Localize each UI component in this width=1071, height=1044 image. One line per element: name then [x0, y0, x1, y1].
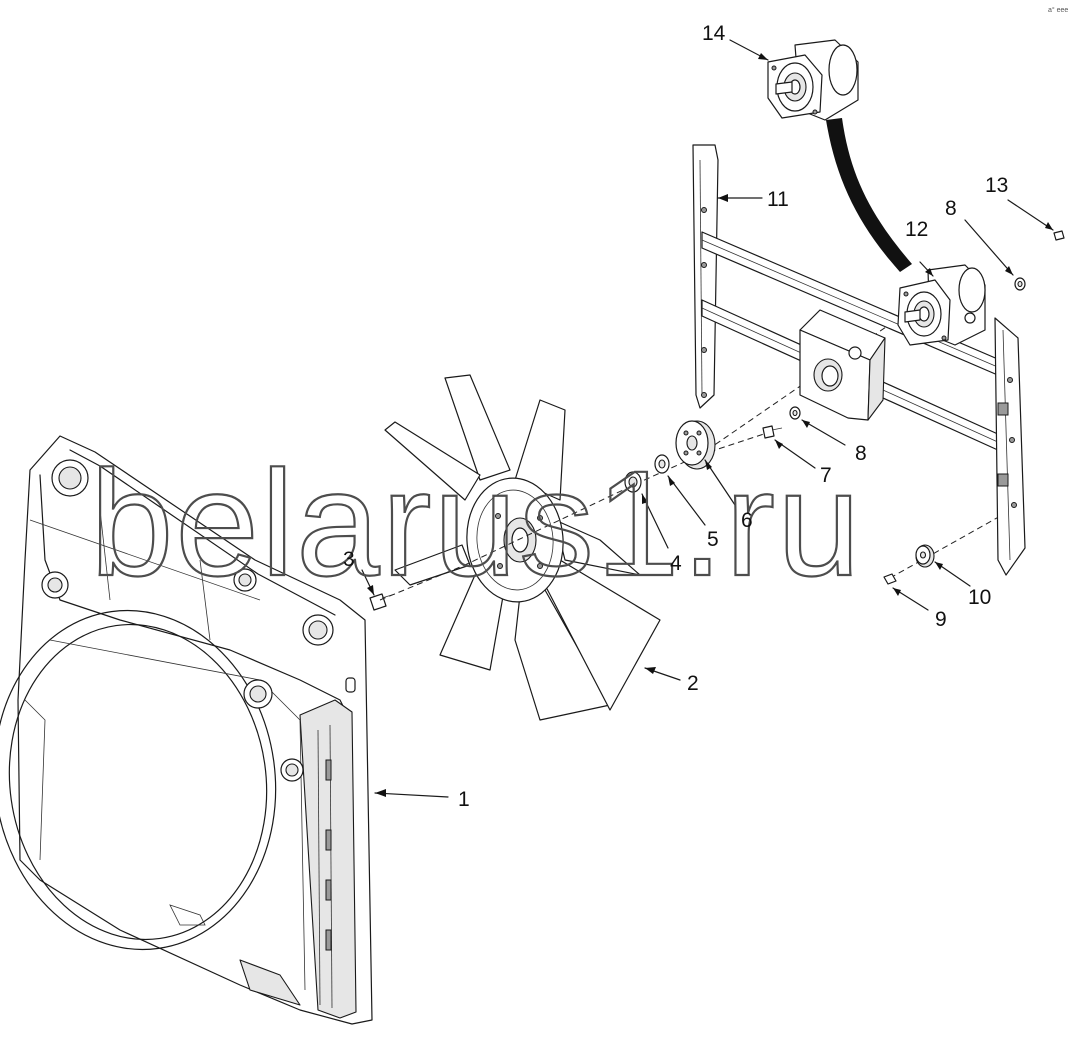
callout-9: 9 [935, 608, 947, 631]
leader-line-1 [374, 792, 449, 798]
nut-part-9 [883, 573, 929, 611]
callout-14: 14 [702, 22, 726, 45]
callout-6: 6 [741, 509, 753, 532]
callout-4: 4 [670, 552, 682, 575]
fan-part-2 [384, 374, 681, 721]
spacer-part-4 [624, 471, 669, 549]
callout-13: 13 [985, 174, 1008, 197]
callout-7: 7 [820, 464, 832, 487]
bolt-part-7 [762, 425, 816, 469]
fan-shroud-part-1 [0, 435, 449, 1025]
flange-part-6 [675, 420, 736, 506]
hydraulic-pump-part-12 [897, 261, 986, 346]
callout-5: 5 [707, 528, 719, 551]
callout-12: 12 [905, 218, 928, 241]
callout-1: 1 [458, 788, 470, 811]
mounting-frame-part-11 [692, 144, 1026, 576]
callout-3: 3 [343, 548, 355, 571]
watermark-text: belarus1.ru [90, 439, 862, 607]
callout-11: 11 [767, 188, 789, 211]
replacement-arrow [826, 118, 912, 272]
hydraulic-pump-part-14 [729, 39, 912, 272]
callout-2: 2 [687, 672, 699, 695]
callout-8-upper: 8 [945, 197, 957, 220]
callout-8-lower: 8 [855, 442, 867, 465]
washer-part-5 [654, 454, 706, 526]
bolt-part-3 [361, 569, 396, 611]
washer-part-10 [915, 544, 971, 587]
washer-part-8-upper [964, 219, 1026, 291]
washer-part-8-lower [789, 406, 846, 446]
corner-mark: a° eee [1048, 6, 1068, 14]
callout-10: 10 [968, 586, 991, 609]
bolt-part-13 [1007, 199, 1065, 241]
